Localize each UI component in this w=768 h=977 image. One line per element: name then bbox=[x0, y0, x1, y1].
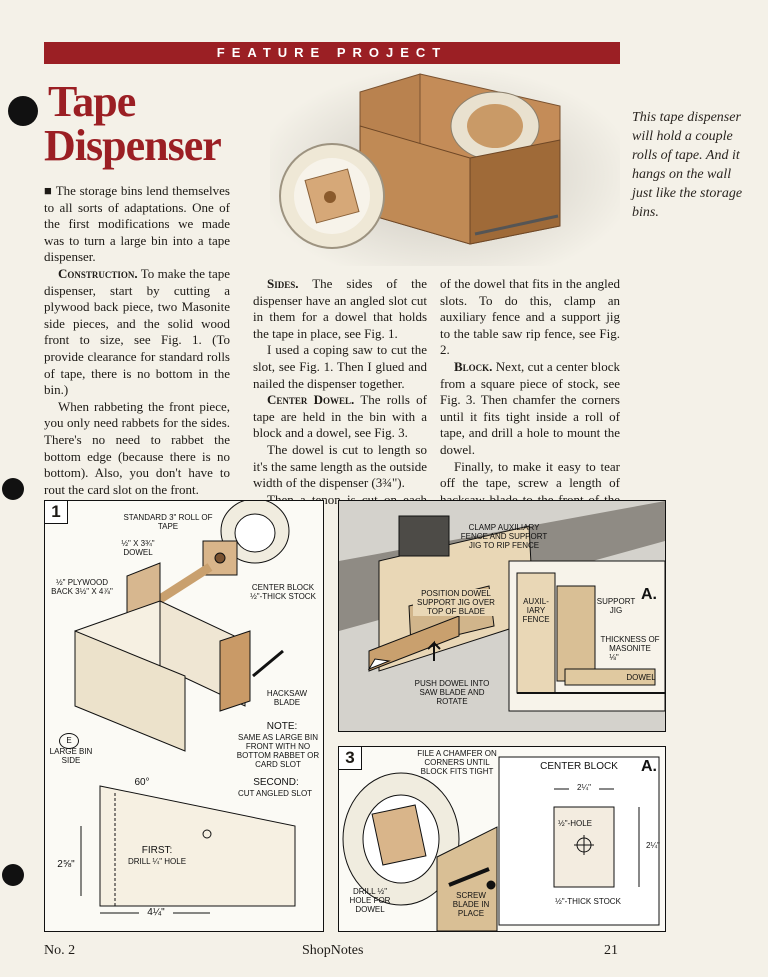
paragraph-square-icon: ■ bbox=[44, 183, 56, 198]
figure-1: 1 Standard 3" roll of bbox=[44, 500, 324, 932]
title-bullet bbox=[8, 96, 38, 126]
fig1-hacksaw-label: Hacksaw blade bbox=[266, 689, 308, 707]
fig2-clamp-label: Clamp auxiliary fence and support jig to… bbox=[460, 523, 548, 550]
fig1-note-head: Note: bbox=[266, 721, 298, 732]
fig3-stock-label: ½"-thick stock bbox=[555, 897, 621, 906]
text-column-3: of the dowel that fits in the angled slo… bbox=[440, 276, 620, 525]
fig3-detail-title: Center Block bbox=[540, 761, 618, 772]
fig3-chamfer-label: File a chamfer on corners until block fi… bbox=[417, 749, 497, 776]
figure-3: 3 File a chamfer on corners until block … bbox=[338, 746, 666, 932]
fig1-side-label: Large bin side bbox=[49, 747, 93, 765]
footer-page-number: 21 bbox=[604, 943, 618, 958]
fig1-plywood-label: ½" plywood back 3½" x 4⅞" bbox=[51, 578, 113, 596]
intro-paragraph: ■ The storage bins lend themselves to al… bbox=[44, 183, 230, 265]
fig1-center-block-label: Center block ½"-thick stock bbox=[250, 583, 316, 601]
fig2-thickness-label: Thickness of Masonite bbox=[600, 635, 660, 653]
tenon-cont-paragraph: of the dowel that fits in the angled slo… bbox=[440, 276, 620, 358]
fig2-dowel-label: Dowel bbox=[626, 673, 656, 682]
fig3-dim-v-label: 2¼" bbox=[646, 841, 660, 850]
fig1-note: Same as large bin front with no bottom r… bbox=[236, 733, 320, 769]
fig1-angle-label: 60° bbox=[134, 777, 150, 788]
fig1-dowel-label: ½" x 3¾" dowel bbox=[121, 539, 155, 557]
fig1-side-letter: E bbox=[59, 733, 79, 749]
page-title: Tape Dispenser bbox=[44, 77, 222, 170]
fig2-eighth-label: ⅛" bbox=[609, 653, 619, 662]
fig2-aux-label: Auxil-iary fence bbox=[522, 597, 550, 624]
title-line-1: Tape bbox=[48, 77, 136, 126]
figure-number: 1 bbox=[45, 501, 68, 524]
coping-paragraph: I used a coping saw to cut the slot, see… bbox=[253, 342, 427, 391]
text-column-2: Sides. The sides of the dispenser have a… bbox=[253, 276, 427, 525]
fig3-dim-label: 2¼" bbox=[569, 783, 599, 792]
fig2-push-label: Push dowel into saw blade and rotate bbox=[414, 679, 490, 706]
figure-number: 3 bbox=[339, 747, 362, 770]
fig1-first-head: First: bbox=[141, 845, 173, 856]
text-column-1: ■ The storage bins lend themselves to al… bbox=[44, 183, 230, 498]
figure-1-drawing bbox=[74, 501, 296, 914]
fig2-detail-letter: a. bbox=[641, 586, 657, 603]
fig2-position-label: Position dowel support jig over top of b… bbox=[413, 589, 499, 616]
length-paragraph: The dowel is cut to length so it's the s… bbox=[253, 441, 427, 491]
fig1-height-label: 2⅝" bbox=[57, 859, 75, 870]
sides-paragraph: Sides. The sides of the dispenser have a… bbox=[253, 276, 427, 341]
title-line-2: Dispenser bbox=[44, 121, 222, 170]
footer-publication: ShopNotes bbox=[302, 943, 364, 958]
fig1-width-label: 4¼" bbox=[139, 907, 173, 918]
fig1-second-head: Second: bbox=[253, 777, 299, 788]
feature-banner: FEATURE PROJECT bbox=[44, 42, 620, 64]
block-paragraph: Block. Next, cut a center block from a s… bbox=[440, 358, 620, 457]
tape-dispenser-photo bbox=[270, 66, 620, 266]
fig3-detail-letter: a. bbox=[641, 758, 657, 775]
construction-paragraph: Construction. To make the tape dispenser… bbox=[44, 265, 230, 398]
fig1-second: Cut angled slot bbox=[237, 789, 313, 798]
fig1-roll-label: Standard 3" roll of tape bbox=[123, 513, 213, 531]
dowel-paragraph: Center Dowel. The rolls of tape are held… bbox=[253, 392, 428, 441]
fig2-support-label: Support jig bbox=[596, 597, 636, 615]
figure-2: 2 Clamp auxiliary fence and support jig … bbox=[338, 500, 666, 732]
fig3-hole-label: ½"-hole bbox=[558, 819, 592, 828]
photo-caption: This tape dispenser will hold a couple r… bbox=[632, 110, 743, 220]
fig1-first: Drill ¼" hole bbox=[127, 857, 187, 866]
fig3-drill-label: Drill ½" hole for dowel bbox=[349, 887, 391, 914]
figure-2-drawing bbox=[339, 501, 665, 731]
footer-issue: No. 2 bbox=[44, 943, 76, 958]
rabbet-paragraph: When rabbeting the front piece, you only… bbox=[44, 398, 230, 497]
fig3-screw-label: Screw blade in place bbox=[447, 891, 495, 918]
binder-hole-bottom bbox=[2, 864, 24, 886]
binder-hole-top bbox=[2, 478, 24, 500]
